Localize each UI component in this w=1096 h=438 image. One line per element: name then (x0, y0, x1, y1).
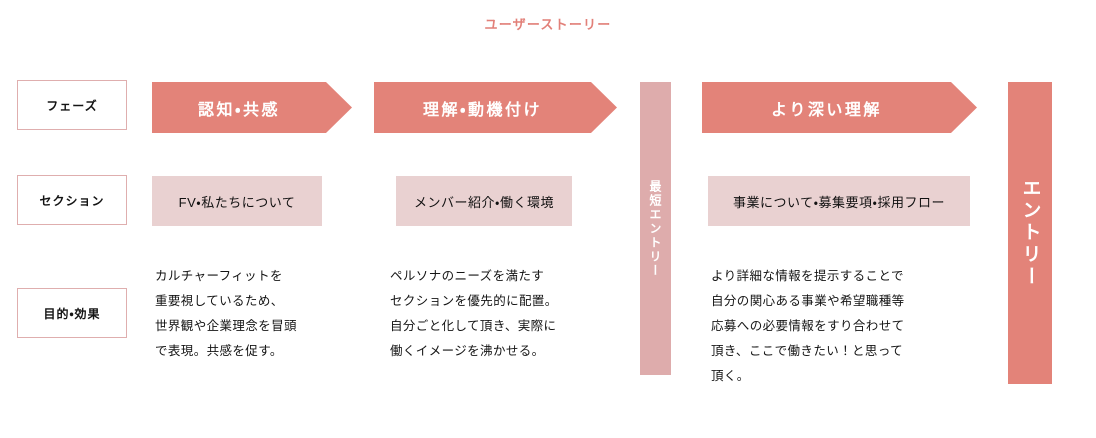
description-awareness: カルチャーフィットを 重要視しているため、 世界観や企業理念を冒頭 で表現。共感… (155, 269, 297, 358)
vertical-bar-shortest-entry-label: 最短エントリー (648, 179, 662, 278)
phase-arrow-deeper-understanding: より深い理解 (702, 82, 977, 133)
description-understanding: ペルソナのニーズを満たす セクションを優先的に配置。 自分ごと化して頂き、実際に… (390, 269, 558, 358)
vertical-bar-entry-label: エントリー (1019, 178, 1041, 288)
row-label-section: セクション (17, 175, 127, 225)
phase-arrow-understanding: 理解・動機付け (374, 82, 617, 133)
section-box-business-recruit-flow-label: 事業について・募集要項・採用フロー (733, 194, 945, 210)
description-deeper-understanding: より詳細な情報を提示することで 自分の関心ある事業や希望職種等 応募への必要情報… (711, 269, 905, 383)
row-label-purpose-text: 目的・効果 (43, 306, 101, 321)
phase-arrow-deeper-understanding-label: より深い理解 (771, 101, 882, 119)
vertical-bar-shortest-entry: 最短エントリー (640, 82, 671, 375)
row-label-purpose: 目的・効果 (17, 288, 127, 338)
section-box-fv-about-us-label: FV・私たちについて (178, 194, 296, 210)
section-box-members-environment: メンバー紹介・働く環境 (396, 176, 572, 226)
row-label-section-text: セクション (39, 193, 105, 208)
vertical-bar-entry: エントリー (1008, 82, 1052, 384)
phase-arrow-awareness-label: 認知・共感 (198, 101, 280, 119)
row-label-phase-text: フェーズ (46, 98, 98, 113)
page-title: ユーザーストーリー (484, 17, 612, 32)
phase-arrow-understanding-label: 理解・動機付け (423, 101, 542, 119)
row-label-phase: フェーズ (17, 80, 127, 130)
section-box-business-recruit-flow: 事業について・募集要項・採用フロー (708, 176, 970, 226)
phase-arrow-awareness: 認知・共感 (152, 82, 352, 133)
section-box-members-environment-label: メンバー紹介・働く環境 (414, 194, 554, 210)
section-box-fv-about-us: FV・私たちについて (152, 176, 322, 226)
